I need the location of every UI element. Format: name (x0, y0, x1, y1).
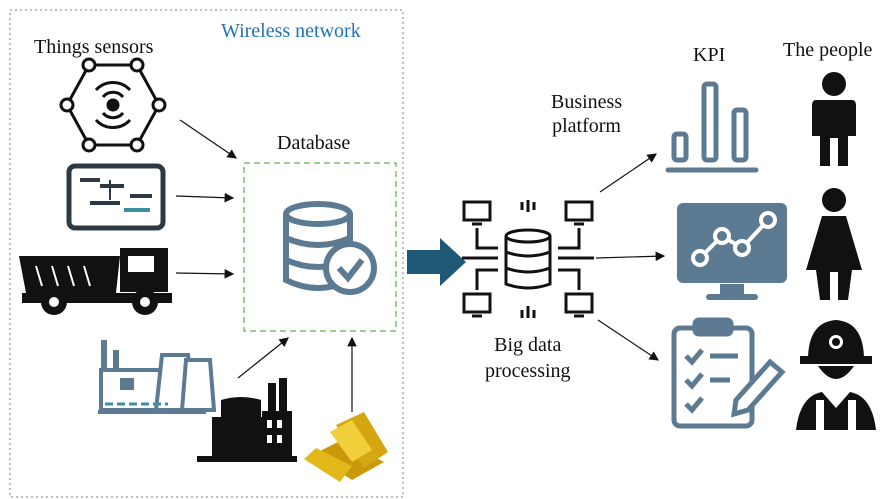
database-boundary (243, 162, 397, 332)
wireless-network-boundary (9, 9, 404, 498)
to-kpi-arrow (599, 153, 657, 193)
monitor-line-chart-icon (677, 203, 787, 300)
database-check-icon (283, 201, 377, 295)
things-sensors-label: Things sensors (34, 36, 154, 58)
big-data-processing-label: Big data processing (485, 332, 571, 384)
factory-icon (197, 378, 297, 462)
wireless-network-label: Wireless network (221, 20, 361, 42)
the-people-label: The people (783, 39, 873, 61)
man-icon (812, 72, 856, 166)
sensor-to-db-arrow (179, 119, 237, 159)
gantt-to-db-arrow (175, 192, 235, 203)
big-data-network-icon (462, 200, 594, 318)
plant-to-db-arrow (237, 337, 289, 379)
to-monitor-arrow (595, 251, 666, 262)
checklist-icon (671, 317, 786, 429)
kpi-label: KPI (693, 44, 726, 66)
iot-sensor-icon (59, 57, 167, 153)
worker-icon (796, 320, 876, 430)
business-platform-line-2: platform (552, 115, 621, 137)
flow-arrow (407, 238, 466, 286)
gold-bars-icon (304, 412, 388, 482)
bar-chart-icon (665, 81, 759, 173)
big-data-line-1: Big data (494, 334, 562, 356)
truck-to-db-arrow (175, 269, 235, 279)
to-checklist-arrow (597, 319, 659, 361)
dump-truck-icon (19, 248, 172, 315)
woman-icon (806, 188, 862, 300)
database-label: Database (277, 132, 351, 154)
gantt-screen-icon (66, 163, 166, 231)
business-platform-label: Business platform (551, 90, 622, 138)
big-data-line-2: processing (485, 360, 571, 382)
power-plant-icon (98, 340, 217, 414)
business-platform-line-1: Business (551, 91, 623, 113)
